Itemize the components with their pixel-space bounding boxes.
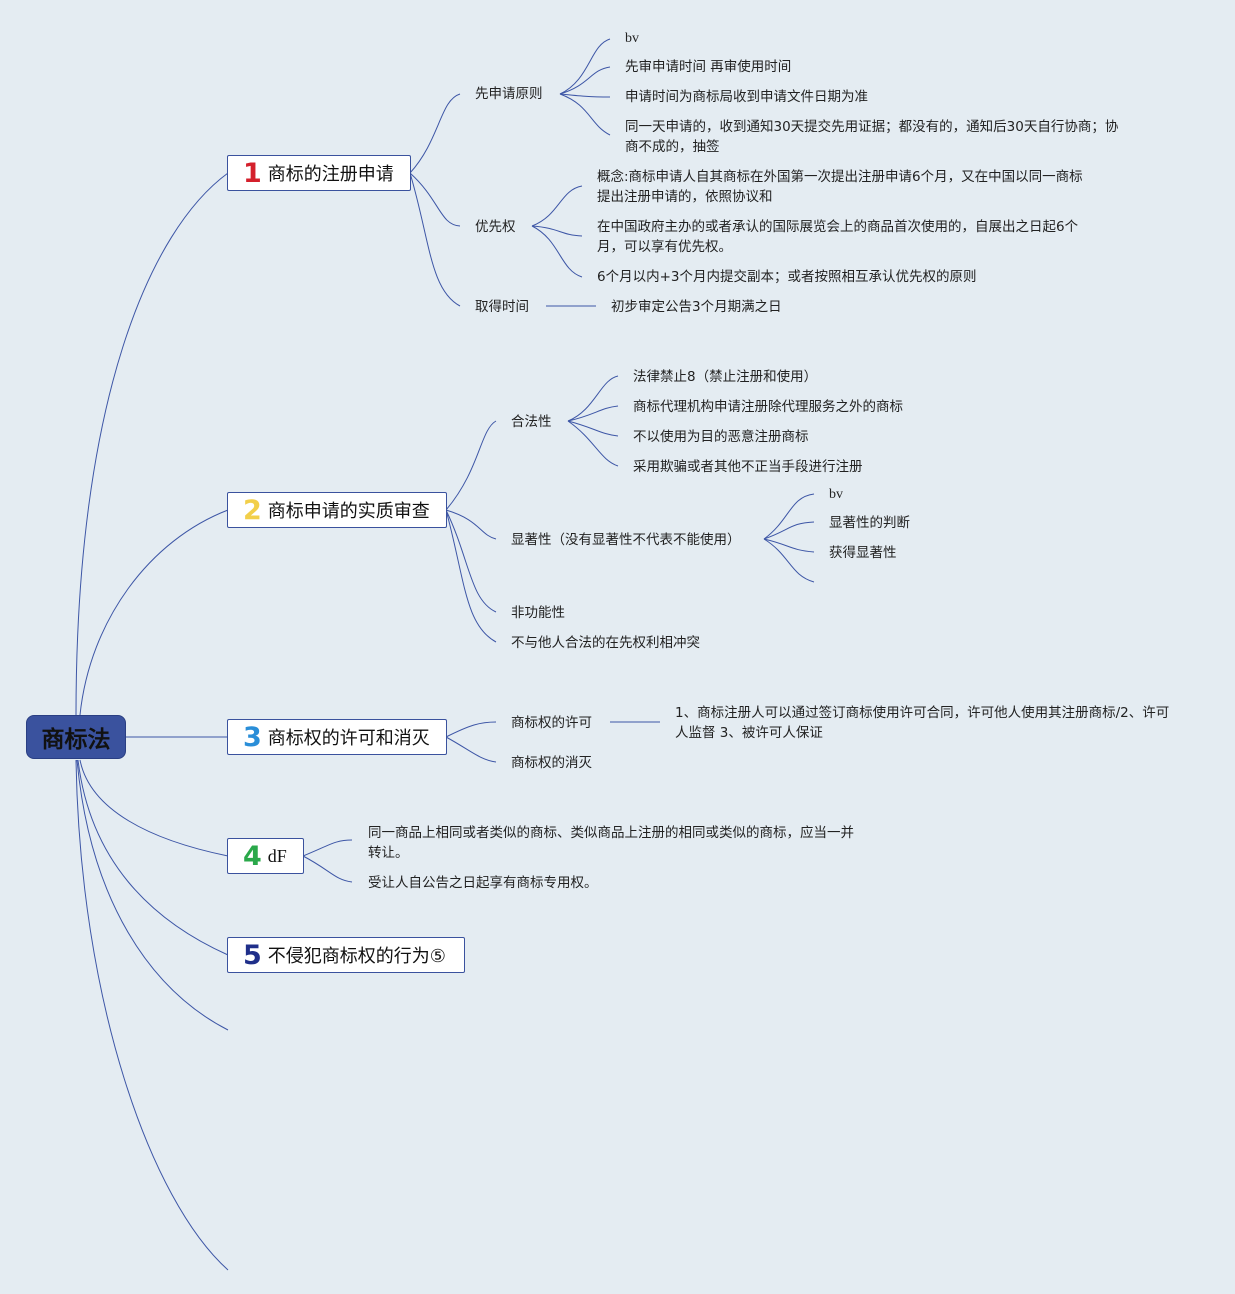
branch-registration[interactable]: 1 商标的注册申请 <box>227 155 411 191</box>
connector <box>409 93 461 174</box>
connector <box>567 420 619 467</box>
leaf-node[interactable]: 概念:商标申请人自其商标在外国第一次提出注册申请6个月，又在中国以同一商标提出注… <box>597 169 1083 205</box>
connector <box>559 38 611 95</box>
number-badge: 2 <box>243 494 262 526</box>
connector <box>79 759 229 857</box>
branch-label: 商标的注册申请 <box>267 164 394 185</box>
connector <box>75 172 229 716</box>
node-legality[interactable]: 合法性 <box>511 414 552 430</box>
connector <box>409 172 461 227</box>
root-node[interactable]: 商标法 <box>26 715 126 759</box>
branch-label: 商标权的许可和消灭 <box>267 728 430 749</box>
connector <box>445 509 497 643</box>
node-non-functionality[interactable]: 非功能性 <box>511 605 565 621</box>
branch-label: 不侵犯商标权的行为⑤ <box>267 946 446 967</box>
number-badge: 5 <box>243 939 262 971</box>
leaf-node[interactable]: bv <box>829 487 843 502</box>
connector <box>763 521 815 540</box>
leaf-node[interactable]: 1、商标注册人可以通过签订商标使用许可合同，许可他人使用其注册商标/2、许可人监… <box>675 705 1170 741</box>
leaf-node[interactable]: 申请时间为商标局收到申请文件日期为准 <box>625 89 868 105</box>
leaf-node[interactable]: 初步审定公告3个月期满之日 <box>611 299 782 315</box>
branch-non-infringement[interactable]: 5 不侵犯商标权的行为⑤ <box>227 937 465 973</box>
connector <box>531 225 583 237</box>
branch-label: dF <box>267 845 287 866</box>
connector <box>559 66 611 95</box>
leaf-node[interactable]: bv <box>625 31 639 46</box>
leaf-node[interactable]: 法律禁止8（禁止注册和使用） <box>633 369 818 385</box>
branch-label: 商标申请的实质审查 <box>267 501 430 522</box>
connector <box>763 538 815 583</box>
branch-license-extinction[interactable]: 3 商标权的许可和消灭 <box>227 719 447 755</box>
connector <box>567 375 619 422</box>
node-priority[interactable]: 优先权 <box>475 219 516 235</box>
connector <box>567 405 619 422</box>
leaf-node[interactable]: 同一天申请的，收到通知30天提交先用证据；都没有的，通知后30天自行协商；协商不… <box>625 119 1119 155</box>
leaf-node[interactable]: 先审申请时间 再审使用时间 <box>625 59 792 75</box>
node-distinctiveness[interactable]: 显著性（没有显著性不代表不能使用） <box>511 532 741 548</box>
connector <box>763 493 815 540</box>
connector <box>445 420 497 511</box>
branch-substantive-exam[interactable]: 2 商标申请的实质审查 <box>227 492 447 528</box>
number-badge: 1 <box>243 157 262 189</box>
connector <box>302 855 353 883</box>
connector <box>559 93 611 98</box>
leaf-node[interactable]: 显著性的判断 <box>829 515 910 531</box>
node-acquisition-time[interactable]: 取得时间 <box>475 299 529 315</box>
connector <box>531 185 583 227</box>
node-first-to-file[interactable]: 先申请原则 <box>475 86 543 102</box>
node-prior-rights[interactable]: 不与他人合法的在先权利相冲突 <box>511 635 700 651</box>
connector <box>531 225 583 278</box>
connector <box>76 759 229 1031</box>
connector <box>763 538 815 553</box>
connector <box>77 759 229 956</box>
connector <box>79 509 229 716</box>
node-license[interactable]: 商标权的许可 <box>511 715 592 731</box>
connector <box>75 759 229 1271</box>
connector <box>302 839 353 857</box>
connector <box>445 736 497 763</box>
leaf-node[interactable]: 受让人自公告之日起享有商标专用权。 <box>368 875 598 891</box>
leaf-node[interactable]: 同一商品上相同或者类似的商标、类似商品上注册的相同或类似的商标，应当一并转让。 <box>368 825 854 861</box>
leaf-node[interactable]: 6个月以内+3个月内提交副本；或者按照相互承认优先权的原则 <box>597 269 977 285</box>
number-badge: 3 <box>243 721 262 753</box>
leaf-node[interactable]: 不以使用为目的恶意注册商标 <box>633 429 809 445</box>
node-extinction[interactable]: 商标权的消灭 <box>511 755 592 771</box>
connector <box>445 509 497 613</box>
number-badge: 4 <box>243 840 262 872</box>
leaf-node[interactable]: 获得显著性 <box>829 545 897 561</box>
leaf-node[interactable]: 采用欺骗或者其他不正当手段进行注册 <box>633 459 863 475</box>
connector <box>409 172 461 307</box>
connector <box>445 509 497 540</box>
connector <box>445 721 497 738</box>
leaf-node[interactable]: 在中国政府主办的或者承认的国际展览会上的商品首次使用的，自展出之日起6个月，可以… <box>597 219 1079 255</box>
connector <box>567 420 619 437</box>
branch-df[interactable]: 4 dF <box>227 838 304 874</box>
leaf-node[interactable]: 商标代理机构申请注册除代理服务之外的商标 <box>633 399 903 415</box>
connector <box>559 93 611 136</box>
